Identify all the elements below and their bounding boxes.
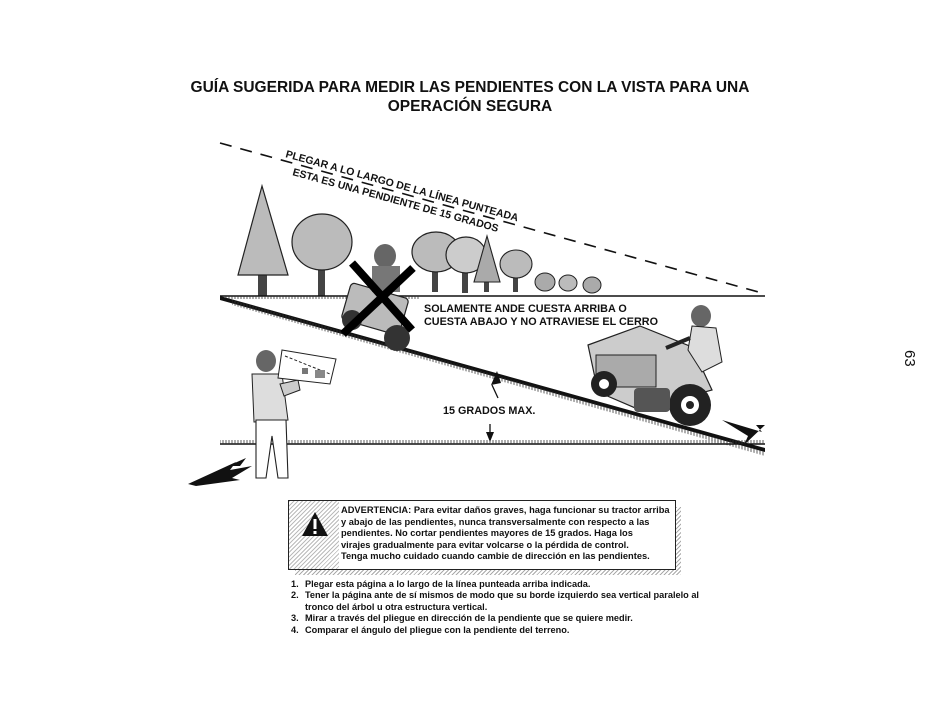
- fold-dashed-line: [219, 142, 763, 294]
- step-item: 2.Tener la página ante de sí mismos de m…: [291, 590, 699, 612]
- warning-line: pendientes. No cortar pendientes mayores…: [341, 528, 633, 539]
- instruction-steps: 1.Plegar esta página a lo largo de la lí…: [291, 579, 711, 636]
- warning-triangle-icon: [302, 512, 328, 536]
- horizon-grass: [220, 296, 420, 299]
- warning-line: virajes gradualmente para evitar volcars…: [341, 539, 629, 550]
- instruction-line-2: CUESTA ABAJO Y NO ATRAVIESE EL CERRO: [424, 316, 658, 328]
- tree-round-3: [445, 236, 487, 293]
- tree-tall-pine: [237, 183, 289, 296]
- step-item: 3.Mirar a través del pliegue en direcció…: [291, 613, 633, 624]
- warning-line: Tenga mucho cuidado cuando cambie de dir…: [341, 551, 650, 562]
- trees-group: [237, 183, 602, 296]
- warning-box: ADVERTENCIA: Para evitar daños graves, h…: [288, 500, 681, 575]
- person-measuring-slope: [251, 349, 337, 479]
- cross-mark-line-2: [340, 265, 416, 337]
- warning-line: y abajo de las pendientes, nunca transve…: [341, 516, 650, 527]
- person-shadow: [188, 462, 252, 486]
- title-line-1: GUÍA SUGERIDA PARA MEDIR LAS PENDIENTES …: [190, 79, 750, 96]
- tree-round-1: [291, 213, 353, 296]
- angle-indicator: [486, 371, 501, 442]
- tree-bush-2: [558, 274, 578, 292]
- crossed-out-tractor: [340, 244, 416, 351]
- page-number: 63: [901, 350, 918, 367]
- person-pointer-arrow: [228, 458, 246, 466]
- uphill-tractor: [587, 305, 723, 426]
- title-line-2: OPERACIÓN SEGURA: [387, 98, 553, 115]
- fold-label-1: PLEGAR A LO LARGO DE LA LÍNEA PUNTEADA: [284, 147, 520, 224]
- warning-text: ADVERTENCIA: Para evitar daños graves, h…: [341, 505, 672, 563]
- page-title: GUÍA SUGERIDA PARA MEDIR LAS PENDIENTES …: [150, 78, 790, 116]
- tree-bush-1: [534, 272, 556, 292]
- instruction-line-1: SOLAMENTE ANDE CUESTA ARRIBA O: [424, 303, 627, 315]
- ground-grass: [220, 440, 765, 444]
- warning-line: ADVERTENCIA: Para evitar daños graves, h…: [341, 505, 670, 515]
- tree-bush-3: [582, 276, 602, 294]
- step-item: 1.Plegar esta página a lo largo de la lí…: [291, 579, 591, 589]
- tree-round-4: [499, 249, 533, 292]
- uphill-direction-arrow: [722, 420, 765, 445]
- step-item: 4.Comparar el ángulo del pliegue con la …: [291, 624, 570, 635]
- folded-page-held: [277, 349, 337, 385]
- angle-label: 15 GRADOS MAX.: [443, 405, 535, 417]
- tree-pine-small: [473, 233, 501, 292]
